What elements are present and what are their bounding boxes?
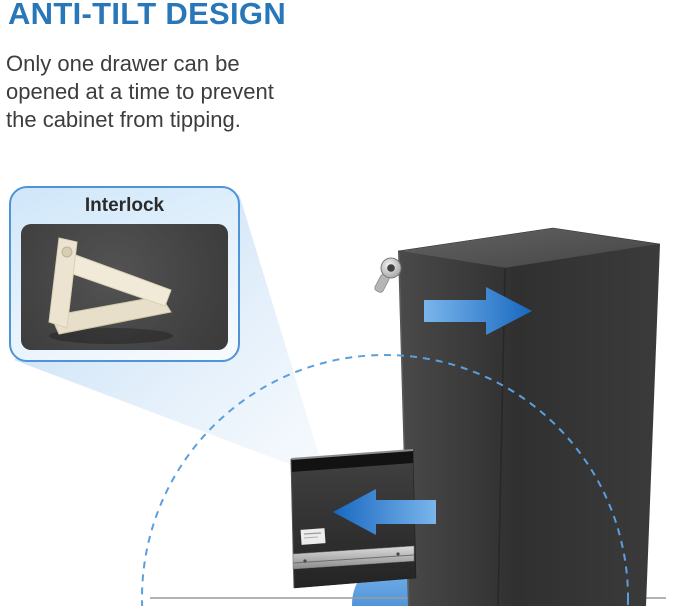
sticker-line [303,536,319,539]
bracket-base [50,295,172,335]
bracket-bar [48,237,78,329]
bracket-shadow [49,328,173,344]
drawer-label-sticker [300,528,326,545]
interlock-label: Interlock [84,195,165,216]
interlock-bracket-icon [48,237,173,344]
description-line: the cabinet from tipping. [6,107,241,132]
drawer-slide-rail [292,545,415,570]
interlock-callout: Interlock [9,186,240,362]
cabinet-body [398,244,660,606]
bracket-arm [66,253,172,307]
description-line: Only one drawer can be [6,51,240,76]
push-in-arrow-icon [424,287,532,335]
cabinet [374,227,661,606]
rail-rivet [396,552,400,556]
description-text: Only one drawer can be opened at a time … [6,50,274,134]
page-title: ANTI-TILT DESIGN [8,0,287,31]
rotation-dashed-arc [141,354,629,606]
pull-out-arrow-icon [333,489,436,535]
lock-icon [374,257,402,293]
drawer-rim-highlight [290,449,414,460]
bracket-hole [61,246,73,258]
rail-groove [292,554,415,564]
description-line: opened at a time to prevent [6,79,274,104]
interlock-photo [21,224,228,350]
rail-rivet [303,559,307,563]
sticker-line [303,532,322,535]
drawer-opening [291,450,413,472]
